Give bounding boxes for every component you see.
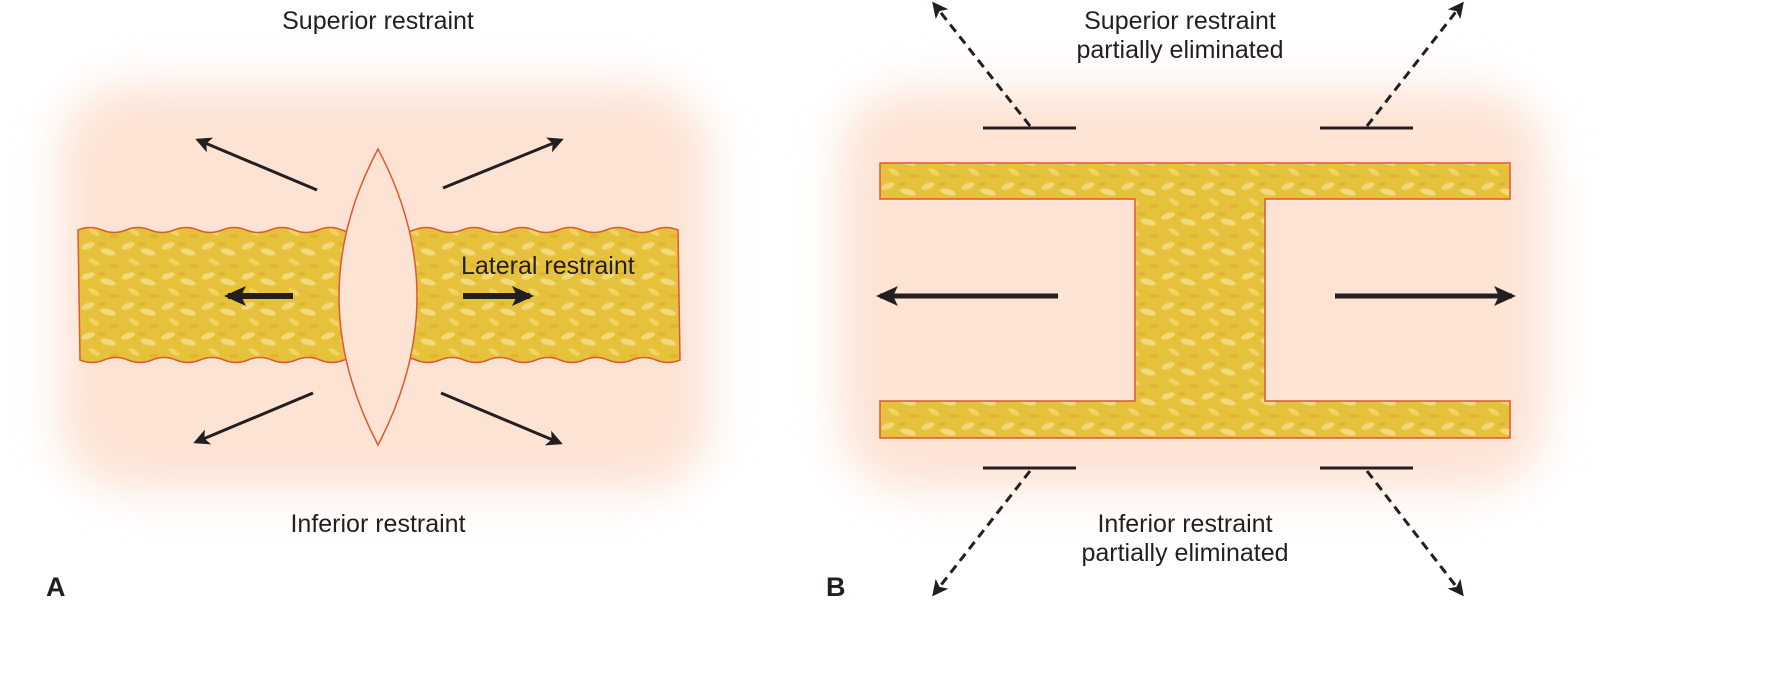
dashed-arrow-lower-right <box>1365 470 1464 597</box>
inferior-restraint-label: Inferior restraint <box>290 510 465 538</box>
panel-letter-a: A <box>46 572 66 602</box>
arrow-upper-left <box>195 137 318 192</box>
dashed-arrow-lower-left <box>932 470 1032 597</box>
inferior-restraint-sublabel: partially eliminated <box>1081 539 1288 567</box>
inferior-restraint-label: Inferior restraint <box>1097 510 1272 538</box>
arrow-lower-right <box>440 391 563 446</box>
panel-b: Superior restraint partially eliminated … <box>826 1 1545 602</box>
i-shaped-tissue <box>879 162 1511 439</box>
dashed-arrows <box>932 1 1464 597</box>
superior-restraint-sublabel: partially eliminated <box>1076 36 1283 64</box>
superior-restraint-label: Superior restraint <box>282 7 474 35</box>
diagonal-arrows <box>193 137 564 446</box>
dashed-arrow-upper-right <box>1365 1 1464 127</box>
panel-letter-b: B <box>826 572 846 602</box>
dashed-arrow-upper-left <box>932 1 1032 127</box>
lateral-restraint-label: Lateral restraint <box>461 252 635 280</box>
wound-lens <box>338 147 418 447</box>
arrow-lower-left <box>193 391 314 445</box>
superior-restraint-label: Superior restraint <box>1084 7 1276 35</box>
arrow-upper-right <box>442 137 564 190</box>
restraint-bars <box>983 126 1413 470</box>
panel-a: Superior restraint Lateral restraint Inf… <box>46 7 710 602</box>
